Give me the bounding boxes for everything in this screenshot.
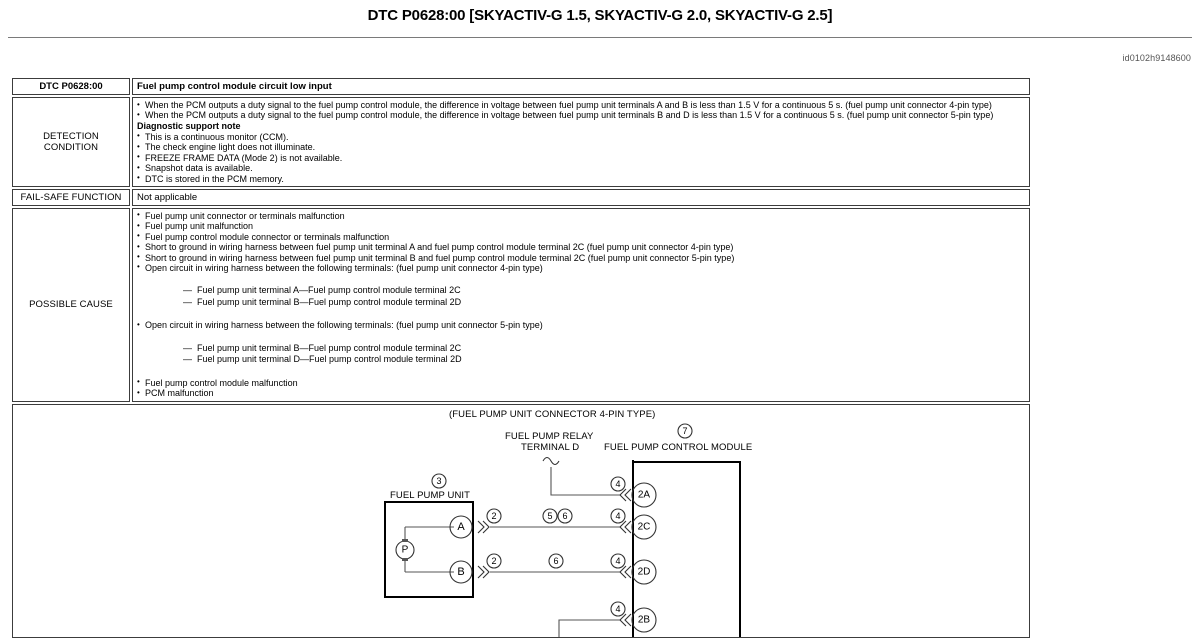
callout-circle: [610, 553, 626, 569]
list-item: Short to ground in wiring harness betwee…: [137, 252, 1026, 263]
callout-label: 2: [491, 511, 496, 521]
header-divider: [8, 37, 1192, 38]
callout-circle: [610, 476, 626, 492]
list-item: This is a continuous monitor (CCM).: [137, 131, 1026, 142]
possible-cause-top-list: Fuel pump unit connector or terminals ma…: [137, 210, 1026, 273]
page-title: DTC P0628:00 [SKYACTIV-G 1.5, SKYACTIV-G…: [367, 7, 833, 24]
list-item: Open circuit in wiring harness between t…: [137, 320, 1026, 331]
possible-cause-mid-list: Open circuit in wiring harness between t…: [137, 320, 1026, 331]
callout-circle: [677, 423, 693, 439]
callout-circle: [431, 473, 447, 489]
list-item: Fuel pump unit connector or terminals ma…: [137, 210, 1026, 221]
callout-label: 4: [615, 511, 620, 521]
table-row-wiring-diagram: (FUEL PUMP UNIT CONNECTOR 4-PIN TYPE) FU…: [12, 403, 1030, 638]
table-row-possible-cause: POSSIBLE CAUSE Fuel pump unit connector …: [12, 207, 1030, 402]
unit-terminal-b-label: B: [457, 566, 464, 578]
list-item: Short to ground in wiring harness betwee…: [137, 242, 1026, 253]
list-item: DTC is stored in the PCM memory.: [137, 173, 1026, 184]
table-row-failsafe: FAIL-SAFE FUNCTION Not applicable: [12, 188, 1030, 206]
possible-cause-value: Fuel pump unit connector or terminals ma…: [132, 207, 1030, 402]
spacer: [137, 366, 1026, 378]
wiring-diagram-cell: (FUEL PUMP UNIT CONNECTOR 4-PIN TYPE) FU…: [12, 403, 1030, 638]
detection-bullet-list: When the PCM outputs a duty signal to th…: [137, 99, 1026, 121]
spacer: [137, 308, 1026, 320]
relay-label-line2: TERMINAL D: [521, 441, 580, 453]
diagram-title: (FUEL PUMP UNIT CONNECTOR 4-PIN TYPE): [449, 408, 656, 420]
callout-label: 6: [553, 556, 558, 566]
list-item: When the PCM outputs a duty signal to th…: [137, 99, 1026, 110]
module-terminal-2c-label: 2C: [638, 521, 651, 532]
list-item: Fuel pump unit terminal B—Fuel pump cont…: [183, 297, 1026, 309]
possible-cause-bottom-list: Fuel pump control module malfunction PCM…: [137, 377, 1026, 399]
table-row-detection-condition: DETECTION CONDITION When the PCM outputs…: [12, 97, 1030, 187]
spacer: [137, 273, 1026, 285]
module-terminal-2c: [631, 514, 657, 540]
dtc-description-cell: Fuel pump control module circuit low inp…: [132, 78, 1030, 95]
unit-terminal-a-label: A: [457, 521, 465, 533]
list-item: Fuel pump unit terminal A—Fuel pump cont…: [183, 285, 1026, 297]
callout-label: 5: [547, 511, 552, 521]
callout-circle: [610, 601, 626, 617]
dtc-spec-table: DTC P0628:00 Fuel pump control module ci…: [10, 76, 1032, 640]
module-terminal-2b-label: 2B: [638, 614, 651, 625]
circuit-schematic: P A B 2A 2C 2D 2B 2 2 4 4 4 4 5: [384, 423, 741, 637]
list-item: The check engine light does not illumina…: [137, 142, 1026, 153]
list-item: PCM malfunction: [137, 388, 1026, 399]
failsafe-function-label: FAIL-SAFE FUNCTION: [12, 188, 130, 206]
possible-cause-sublist-4pin: Fuel pump unit terminal A—Fuel pump cont…: [137, 285, 1026, 308]
list-item: Fuel pump unit malfunction: [137, 221, 1026, 232]
list-item: When the PCM outputs a duty signal to th…: [137, 110, 1026, 121]
module-terminal-2a-label: 2A: [638, 489, 651, 500]
possible-cause-sublist-5pin: Fuel pump unit terminal B—Fuel pump cont…: [137, 343, 1026, 366]
callout-circle: [542, 508, 558, 524]
callout-label: 4: [615, 604, 620, 614]
list-item: FREEZE FRAME DATA (Mode 2) is not availa…: [137, 152, 1026, 163]
dtc-code-cell: DTC P0628:00: [12, 78, 130, 95]
callout-label: 7: [682, 426, 687, 436]
list-item: Open circuit in wiring harness between t…: [137, 262, 1026, 273]
callout-circle: [486, 553, 502, 569]
module-label: FUEL PUMP CONTROL MODULE: [604, 441, 753, 453]
module-terminal-2d-label: 2D: [638, 566, 651, 577]
fuel-pump-unit-box: [384, 500, 474, 598]
diagnostic-support-note-list: This is a continuous monitor (CCM). The …: [137, 131, 1026, 184]
callout-label: 3: [436, 476, 441, 486]
list-item: Fuel pump unit terminal D—Fuel pump cont…: [183, 354, 1026, 366]
spacer: [137, 331, 1026, 343]
list-item: Snapshot data is available.: [137, 163, 1026, 174]
callout-label: 4: [615, 479, 620, 489]
detection-condition-value: When the PCM outputs a duty signal to th…: [132, 97, 1030, 187]
module-terminal-2a: [631, 482, 657, 508]
relay-label-line1: FUEL PUMP RELAY: [505, 430, 594, 442]
possible-cause-label: POSSIBLE CAUSE: [12, 207, 130, 402]
table-row-header: DTC P0628:00 Fuel pump control module ci…: [12, 78, 1030, 95]
callout-circle: [557, 508, 573, 524]
callout-circle: [548, 553, 564, 569]
list-item: Fuel pump control module malfunction: [137, 377, 1026, 388]
unit-label: FUEL PUMP UNIT: [390, 489, 471, 501]
module-terminal-2d: [631, 559, 657, 585]
callout-circle: [610, 508, 626, 524]
list-item: Fuel pump unit terminal B—Fuel pump cont…: [183, 343, 1026, 355]
callout-circle: [486, 508, 502, 524]
unit-terminal-a: [449, 515, 473, 539]
list-item: Fuel pump control module connector or te…: [137, 231, 1026, 242]
document-id: id0102h9148600: [1122, 53, 1191, 63]
fuel-pump-control-module-box: [633, 460, 741, 637]
callout-label: 2: [491, 556, 496, 566]
wiring-diagram: (FUEL PUMP UNIT CONNECTOR 4-PIN TYPE) FU…: [13, 405, 1029, 637]
callout-label: 4: [615, 556, 620, 566]
failsafe-function-value: Not applicable: [132, 188, 1030, 206]
pump-symbol-label: P: [402, 544, 409, 555]
diagnostic-support-note-heading: Diagnostic support note: [137, 121, 241, 132]
detection-condition-label: DETECTION CONDITION: [12, 97, 130, 187]
callout-label: 6: [562, 511, 567, 521]
unit-terminal-b: [449, 560, 473, 584]
